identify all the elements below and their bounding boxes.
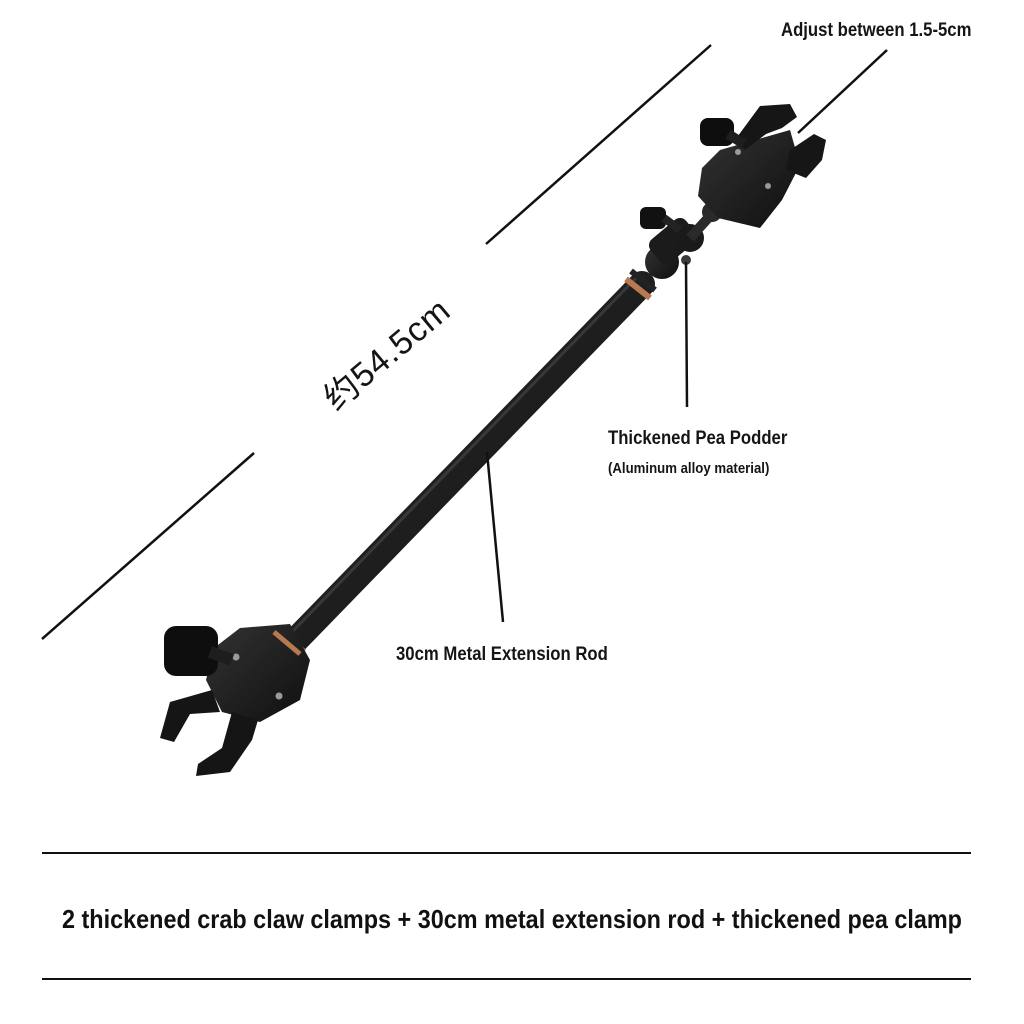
top-crab-claw-clamp [698,104,826,228]
adjust-range-label: Adjust between 1.5-5cm [781,20,972,41]
summary-divider-top [42,852,971,854]
pea-material-label: (Aluminum alloy material) [608,460,770,477]
summary-divider-bottom [42,978,971,980]
pea-podder [640,201,724,279]
leader-line-rod [485,451,505,623]
extension-rod-label: 30cm Metal Extension Rod [396,644,608,665]
pea-podder-label: Thickened Pea Podder [608,428,788,449]
bottom-crab-claw-clamp [160,624,310,776]
dimension-line-lower [41,452,255,640]
dimension-line-upper [485,44,712,245]
leader-line-pea [684,261,689,408]
extension-rod [279,268,657,655]
leader-line-adjust [797,49,888,134]
summary-caption: 2 thickened crab claw clamps + 30cm meta… [62,904,962,934]
